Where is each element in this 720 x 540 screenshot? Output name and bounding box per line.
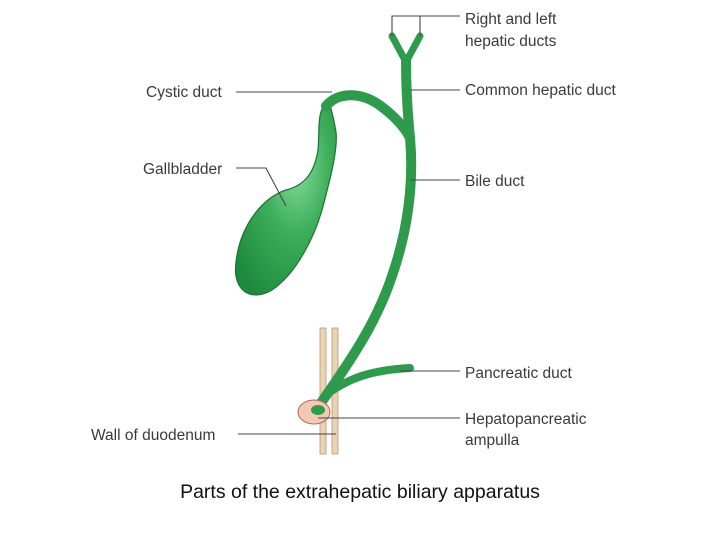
figure-caption: Parts of the extrahepatic biliary appara… — [180, 481, 540, 503]
label-gallbladder: Gallbladder — [143, 161, 222, 178]
label-wall-of-duodenum: Wall of duodenum — [91, 427, 215, 444]
label-cystic-duct: Cystic duct — [146, 84, 222, 101]
label-ampulla-line2: ampulla — [465, 432, 520, 449]
gallbladder-shape — [234, 98, 337, 296]
label-pancreatic-duct: Pancreatic duct — [465, 365, 573, 382]
label-ampulla-line1: Hepatopancreatic — [465, 411, 587, 428]
pancreatic-duct-shape — [326, 364, 414, 396]
label-common-hepatic-duct: Common hepatic duct — [465, 82, 616, 99]
label-right-left-hepatic-line2: hepatic ducts — [465, 33, 557, 50]
ampulla-shape — [297, 399, 331, 425]
label-bile-duct: Bile duct — [465, 173, 525, 190]
leader-lines — [236, 15, 460, 435]
label-right-left-hepatic-line1: Right and left — [465, 11, 557, 28]
cystic-duct-shape — [321, 90, 415, 143]
